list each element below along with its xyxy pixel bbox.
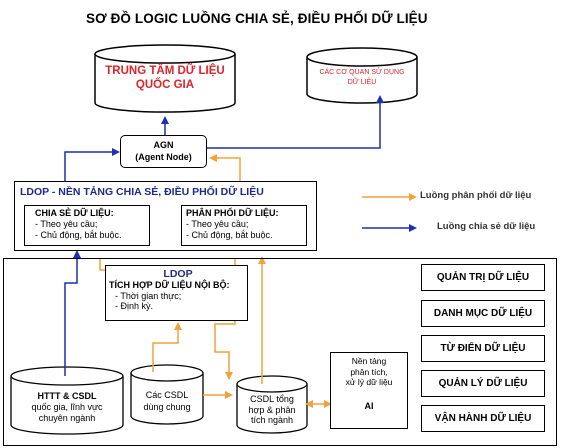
agencies-line1: CÁC CƠ QUAN SỬ DỤNG <box>319 69 405 76</box>
ldop-platform-title: LDOP - NỀN TẢNG CHIA SẺ, ĐIỀU PHỐI DỮ LI… <box>20 186 264 198</box>
shared-line2: dùng chung <box>143 402 191 412</box>
national-data-center-cylinder <box>94 44 236 113</box>
analysis-platform-box: Nền tảng phân tích, xử lý dữ liệu <box>330 352 408 429</box>
httt-line2: quốc gia, lĩnh vực <box>31 402 103 412</box>
share-data-box: CHIA SẺ DỮ LIỆU: - Theo yêu cầu; - Chủ đ… <box>24 205 150 246</box>
httt-line3: chuyên ngành <box>38 413 96 423</box>
data-dictionary-box: TỪ ĐIỂN DỮ LIỆU <box>421 335 545 362</box>
distribute-data-title: PHÂN PHỐI DỮ LIỆU: <box>186 208 279 218</box>
national-center-line2: QUỐC GIA <box>135 79 195 91</box>
synthesis-line2: hợp & phân <box>248 404 296 415</box>
agn-title: AGN <box>153 140 174 150</box>
share-data-title: CHIA SẺ DỮ LIỆU: <box>35 208 114 218</box>
internal-systems-container <box>3 258 557 446</box>
synthesis-line1: CSDL tổng <box>250 394 294 404</box>
shared-csdl-label: Các CSDL dùng chung <box>131 389 203 413</box>
agencies-label: CÁC CƠ QUAN SỬ DỤNG DỮ LIỆU <box>307 68 417 88</box>
synthesis-csdl-label: CSDL tổng hợp & phân tích ngành <box>237 394 307 426</box>
ai-label: AI <box>364 401 374 411</box>
diagram-title: SƠ ĐỒ LOGIC LUỒNG CHIA SẺ, ĐIỀU PHỐI DỮ … <box>86 11 428 26</box>
agencies-cylinder <box>306 47 418 104</box>
data-governance-box: QUẢN TRỊ DỮ LIỆU <box>421 264 545 291</box>
agn-subtitle: (Agent Node) <box>135 152 192 162</box>
distribute-data-item1: - Theo yêu cầu; <box>186 219 249 229</box>
distribute-data-item2: - Chủ động, bắt buộc. <box>186 230 273 240</box>
national-center-line1: TRUNG TÂM DỮ LIỆU <box>105 65 225 77</box>
data-operation-box: VẬN HÀNH DỮ LIỆU <box>421 405 545 432</box>
analysis-line3: xử lý dữ liệu <box>345 377 393 387</box>
ldop-internal-item1: - Thời gian thực; <box>115 290 182 301</box>
legend-sharing-label: Luồng chia sẻ dữ liệu <box>437 221 536 232</box>
analysis-line2: phân tích, <box>350 366 388 377</box>
agn-node: AGN (Agent Node) <box>120 135 207 168</box>
httt-csdl-cylinder <box>10 366 124 435</box>
ldop-internal-item2: - Định kỳ. <box>115 301 154 311</box>
synthesis-line3: tích ngành <box>250 415 294 425</box>
share-data-item2: - Chủ động, bắt buộc. <box>35 230 122 240</box>
distribute-data-box: PHÂN PHỐI DỮ LIỆU: - Theo yêu cầu; - Chủ… <box>181 205 307 246</box>
share-data-item1: - Theo yêu cầu; <box>35 219 98 229</box>
ldop-internal-title: LDOP <box>163 268 193 280</box>
ldop-internal-box: LDOP TÍCH HỢP DỮ LIỆU NỘI BỘ: - Thời gia… <box>105 265 248 321</box>
shared-line1: Các CSDL <box>145 390 189 400</box>
synthesis-csdl-cylinder <box>236 375 308 434</box>
agencies-line2: DỮ LIỆU <box>347 79 377 86</box>
legend-distribution-label: Luồng phân phối dữ liệu <box>420 190 532 201</box>
data-catalog-box: DANH MỤC DỮ LIỆU <box>421 300 545 327</box>
national-center-label: TRUNG TÂM DỮ LIỆU QUỐC GIA <box>95 64 235 92</box>
httt-line1: HTTT & CSDL <box>37 391 97 401</box>
analysis-line1: Nền tảng <box>351 356 387 366</box>
ldop-internal-subtitle: TÍCH HỢP DỮ LIỆU NỘI BỘ: <box>109 280 230 290</box>
httt-csdl-label: HTTT & CSDL quốc gia, lĩnh vực chuyên ng… <box>11 391 123 424</box>
shared-csdl-cylinder <box>130 364 204 425</box>
data-management-box: QUẢN LÝ DỮ LIỆU <box>421 370 545 397</box>
